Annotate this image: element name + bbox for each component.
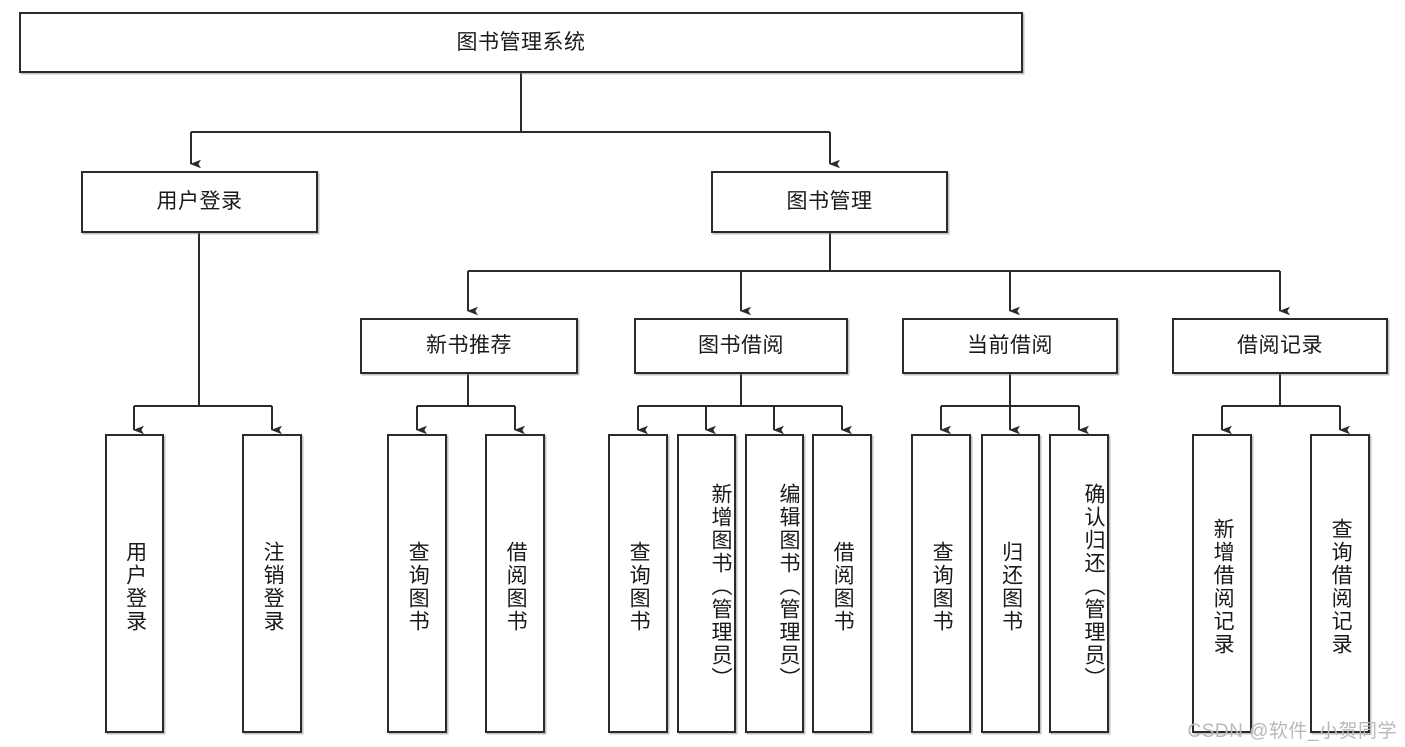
leaf-current-borrow-confirm-return-admin[interactable]: 确认归还（管理员） [1049, 434, 1109, 733]
node-label: 用户登录 [156, 190, 243, 214]
node-label: 编辑图书（管理员） [777, 483, 800, 690]
node-label: 用户登录 [123, 540, 147, 633]
node-new-book-recommend[interactable]: 新书推荐 [360, 318, 578, 374]
node-label: 新书推荐 [426, 334, 512, 358]
leaf-current-borrow-query-books[interactable]: 查询图书 [911, 434, 971, 733]
node-label: 确认归还（管理员） [1082, 483, 1105, 690]
node-label: 借阅图书 [831, 540, 855, 633]
node-label: 借阅记录 [1237, 334, 1323, 358]
leaf-book-borrow-edit-book-admin[interactable]: 编辑图书（管理员） [745, 434, 804, 733]
node-root-book-management-system[interactable]: 图书管理系统 [19, 12, 1023, 73]
leaf-borrow-record-add-record[interactable]: 新增借阅记录 [1192, 434, 1252, 733]
leaf-book-borrow-borrow-books[interactable]: 借阅图书 [812, 434, 872, 733]
node-label: 借阅图书 [504, 540, 528, 633]
node-label: 当前借阅 [967, 334, 1053, 358]
node-label: 归还图书 [999, 540, 1023, 633]
node-label: 图书借阅 [698, 334, 784, 358]
leaf-new-book-borrow-books[interactable]: 借阅图书 [485, 434, 545, 733]
node-label: 注销登录 [261, 540, 285, 633]
node-label: 图书管理 [786, 190, 873, 214]
node-label: 查询借阅记录 [1329, 517, 1353, 656]
leaf-user-login-login[interactable]: 用户登录 [105, 434, 164, 733]
node-label: 新增图书（管理员） [709, 483, 732, 690]
leaf-borrow-record-query-record[interactable]: 查询借阅记录 [1310, 434, 1370, 733]
node-label: 查询图书 [406, 540, 430, 633]
node-book-borrow[interactable]: 图书借阅 [634, 318, 848, 374]
leaf-current-borrow-return-books[interactable]: 归还图书 [981, 434, 1040, 733]
node-user-login[interactable]: 用户登录 [81, 171, 318, 233]
node-label: 图书管理系统 [456, 30, 586, 54]
node-borrow-record[interactable]: 借阅记录 [1172, 318, 1388, 374]
leaf-book-borrow-query-books[interactable]: 查询图书 [608, 434, 668, 733]
node-label: 查询图书 [627, 540, 651, 633]
leaf-new-book-query-books[interactable]: 查询图书 [387, 434, 447, 733]
leaf-book-borrow-add-book-admin[interactable]: 新增图书（管理员） [677, 434, 736, 733]
leaf-user-login-logout[interactable]: 注销登录 [242, 434, 302, 733]
node-current-borrow[interactable]: 当前借阅 [902, 318, 1118, 374]
node-book-management[interactable]: 图书管理 [711, 171, 948, 233]
watermark-text: CSDN @软件_小贺同学 [1187, 721, 1397, 742]
node-label: 新增借阅记录 [1211, 517, 1235, 656]
node-label: 查询图书 [930, 540, 954, 633]
